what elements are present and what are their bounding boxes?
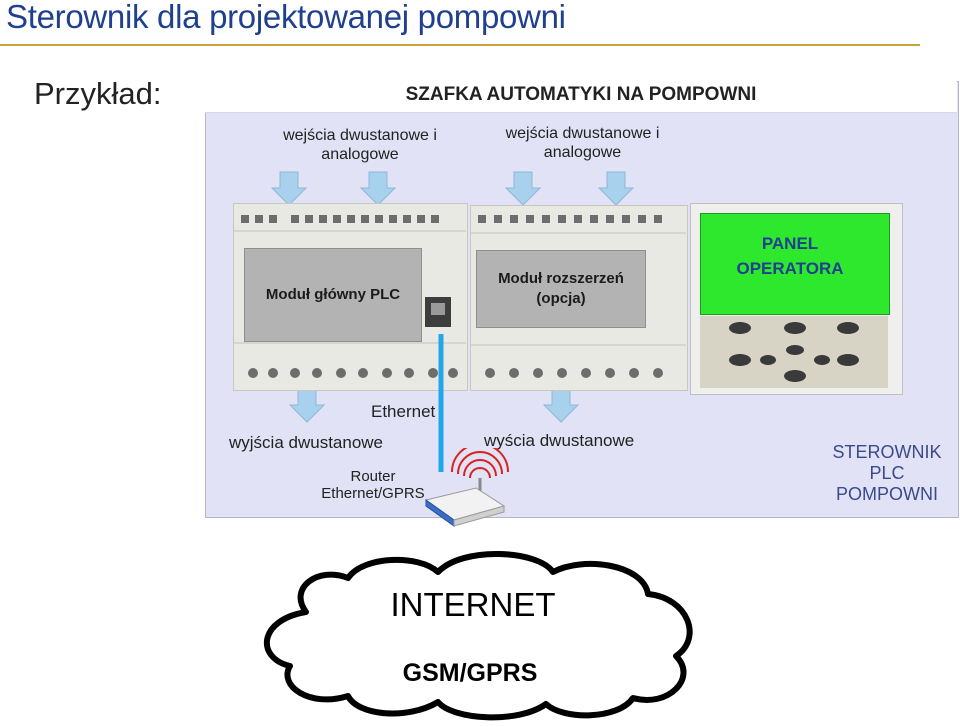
key-button-icon [814, 355, 830, 365]
plc-module-details [233, 215, 466, 378]
key-button-icon [729, 354, 751, 366]
arrow-down-icon [270, 171, 308, 206]
ethernet-label: Ethernet [371, 402, 436, 421]
internet-label: INTERNET [390, 586, 556, 623]
outputs-right-label: wyścia dwustanowe [484, 431, 635, 450]
arrow-down-icon [504, 171, 542, 206]
key-button-icon [837, 354, 859, 366]
router-icon [424, 448, 509, 527]
title-underline [0, 44, 920, 46]
plc-module-label: Moduł główny PLC [244, 248, 422, 342]
page-title: Sterownik dla projektowanej pompowni [6, 0, 566, 35]
controller-label: STEROWNIK PLC POMPOWNI [832, 442, 942, 504]
keypad-buttons [729, 322, 859, 382]
gsm-gprs-label: GSM/GPRS [402, 659, 538, 687]
cabinet-title-bar [205, 81, 957, 113]
expansion-module-details [470, 215, 686, 378]
outputs-left-label: wyjścia dwustanowe [229, 433, 384, 452]
example-label: Przykład: [34, 76, 162, 111]
wifi-waves-icon [451, 448, 509, 479]
operator-panel-label: PANEL OPERATORA [736, 234, 844, 278]
inputs-right-label: wejścia dwustanowe i analogowe [505, 125, 660, 161]
expansion-module-label: Moduł rozszerzeń (opcja) [476, 250, 646, 328]
key-button-icon [784, 370, 806, 382]
key-button-icon [786, 345, 804, 355]
arrow-down-icon [359, 171, 397, 206]
key-button-icon [760, 355, 776, 365]
cloud-shape [263, 551, 693, 721]
inputs-left-label: wejścia dwustanowe i analogowe [283, 127, 437, 163]
arrow-down-icon [597, 171, 635, 206]
operator-panel-screen [700, 213, 890, 315]
key-button-icon [784, 322, 806, 334]
cabinet-title: SZAFKA AUTOMATYKI NA POMPOWNI [405, 84, 757, 105]
key-button-icon [837, 322, 859, 334]
router-label: Router Ethernet/GPRS [321, 468, 425, 502]
key-button-icon [729, 322, 751, 334]
